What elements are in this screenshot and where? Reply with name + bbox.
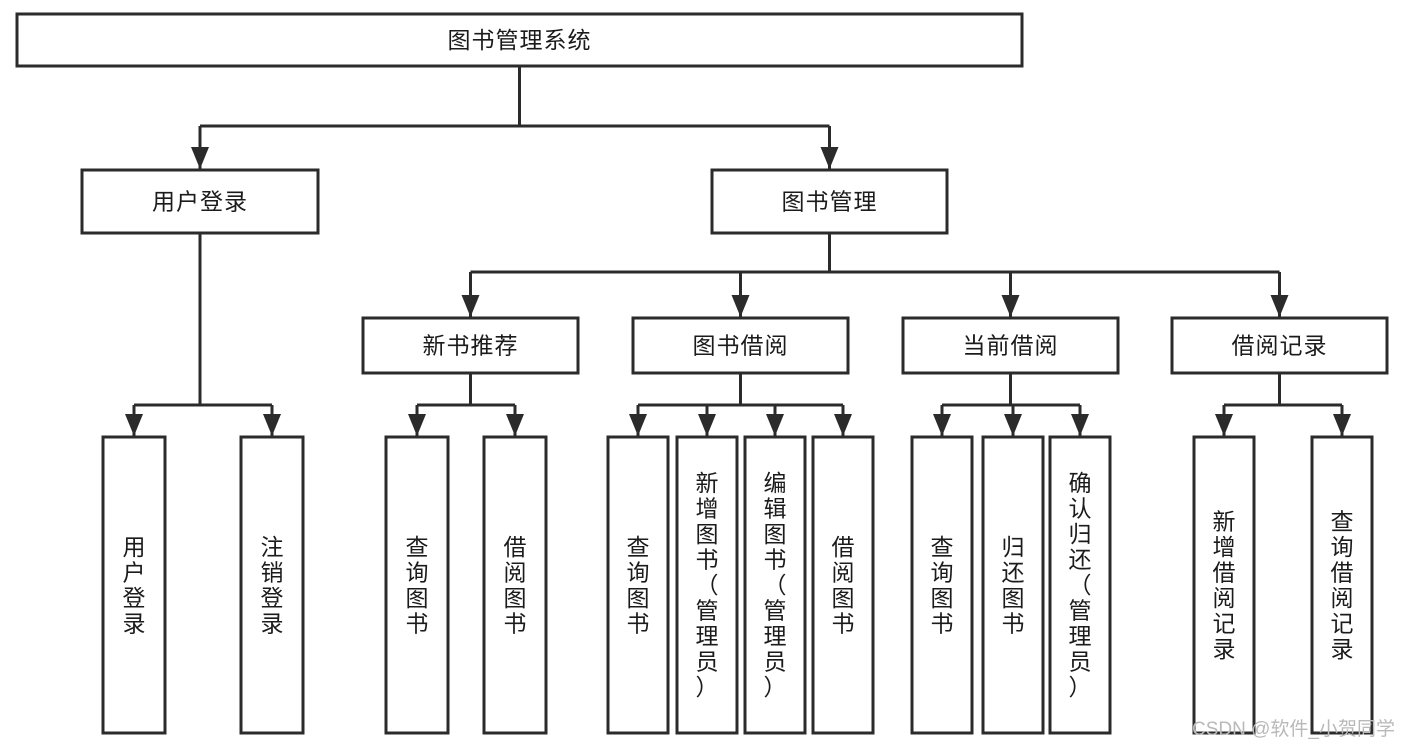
connector-arrowhead xyxy=(1270,295,1289,317)
node-leaf-confirm-return-admin-label: 确认归还（管理员） xyxy=(1069,470,1092,700)
node-leaf-query-book-1[interactable]: 查询图书 xyxy=(384,435,450,735)
node-borrow-record-box[interactable] xyxy=(1170,316,1389,375)
node-leaf-add-borrow-record[interactable]: 新增借阅记录 xyxy=(1192,435,1256,735)
node-root[interactable]: 图书管理系统 xyxy=(15,12,1024,68)
node-borrow-record-label: 借阅记录 xyxy=(1232,333,1328,359)
connector-arrowhead xyxy=(834,414,852,436)
node-new-book-rec-box[interactable] xyxy=(361,316,580,375)
node-leaf-query-book-3-box[interactable] xyxy=(910,435,974,735)
node-book-borrow-label: 图书借阅 xyxy=(693,333,789,359)
node-user-login-box[interactable] xyxy=(80,168,320,235)
node-new-book-rec[interactable]: 新书推荐 xyxy=(361,316,580,375)
node-leaf-confirm-return-admin-box[interactable] xyxy=(1048,435,1112,735)
connector-arrowhead xyxy=(408,414,426,436)
node-leaf-add-borrow-record-box[interactable] xyxy=(1192,435,1256,735)
node-leaf-logout-login-box[interactable] xyxy=(239,435,305,735)
node-leaf-borrow-book-1-box[interactable] xyxy=(482,435,548,735)
node-root-label: 图书管理系统 xyxy=(448,27,592,53)
node-user-login[interactable]: 用户登录 xyxy=(80,168,320,235)
node-leaf-user-login[interactable]: 用户登录 xyxy=(101,435,167,735)
connector-arrowhead xyxy=(1004,414,1022,436)
node-leaf-logout-login-label: 注销登录 xyxy=(261,534,284,637)
connector-arrowhead xyxy=(629,414,647,436)
node-leaf-borrow-book-2[interactable]: 借阅图书 xyxy=(811,435,875,735)
connector-arrowhead xyxy=(191,147,209,169)
node-leaf-query-book-3[interactable]: 查询图书 xyxy=(910,435,974,735)
node-book-manage-label: 图书管理 xyxy=(782,189,878,215)
connector-arrowhead xyxy=(1215,414,1233,436)
node-borrow-record[interactable]: 借阅记录 xyxy=(1170,316,1389,375)
node-user-login-label: 用户登录 xyxy=(152,189,248,215)
node-leaf-query-borrow-record-label: 查询借阅记录 xyxy=(1331,508,1354,662)
node-current-borrow[interactable]: 当前借阅 xyxy=(901,316,1120,375)
connector-arrowhead xyxy=(698,414,716,436)
connector-arrowhead xyxy=(263,414,281,436)
node-leaf-query-book-1-box[interactable] xyxy=(384,435,450,735)
node-leaf-add-book-admin-label: 新增图书（管理员） xyxy=(696,470,719,700)
node-leaf-add-borrow-record-label: 新增借阅记录 xyxy=(1213,508,1236,662)
connector-arrowhead xyxy=(1333,414,1351,436)
node-leaf-borrow-book-2-label: 借阅图书 xyxy=(832,534,855,637)
node-leaf-borrow-book-1[interactable]: 借阅图书 xyxy=(482,435,548,735)
node-leaf-edit-book-admin[interactable]: 编辑图书（管理员） xyxy=(743,435,807,735)
node-leaf-query-book-3-label: 查询图书 xyxy=(931,534,954,637)
node-leaf-return-book-label: 归还图书 xyxy=(1002,534,1025,637)
node-leaf-borrow-book-2-box[interactable] xyxy=(811,435,875,735)
node-current-borrow-label: 当前借阅 xyxy=(963,333,1059,359)
connector-arrowhead xyxy=(1001,295,1020,317)
node-leaf-query-book-2-box[interactable] xyxy=(606,435,670,735)
node-leaf-user-login-label: 用户登录 xyxy=(123,534,146,637)
node-new-book-rec-label: 新书推荐 xyxy=(423,333,519,359)
connector-arrowhead xyxy=(766,414,784,436)
node-leaf-return-book[interactable]: 归还图书 xyxy=(981,435,1045,735)
connector-arrowhead xyxy=(1071,414,1089,436)
node-leaf-query-borrow-record-box[interactable] xyxy=(1310,435,1374,735)
watermark-label: CSDN @软件_小贺同学 xyxy=(1192,719,1395,740)
node-leaf-query-borrow-record[interactable]: 查询借阅记录 xyxy=(1310,435,1374,735)
node-leaf-query-book-2-label: 查询图书 xyxy=(627,534,650,637)
connector-arrowhead xyxy=(933,414,951,436)
node-leaf-user-login-box[interactable] xyxy=(101,435,167,735)
connector-layer xyxy=(125,66,1351,436)
node-leaf-edit-book-admin-label: 编辑图书（管理员） xyxy=(764,470,787,700)
connector-arrowhead xyxy=(506,414,524,436)
connector-arrowhead xyxy=(731,295,750,317)
node-leaf-add-book-admin[interactable]: 新增图书（管理员） xyxy=(675,435,739,735)
node-leaf-logout-login[interactable]: 注销登录 xyxy=(239,435,305,735)
node-book-manage-box[interactable] xyxy=(710,168,949,235)
node-leaf-return-book-box[interactable] xyxy=(981,435,1045,735)
node-current-borrow-box[interactable] xyxy=(901,316,1120,375)
node-book-manage[interactable]: 图书管理 xyxy=(710,168,949,235)
node-root-box[interactable] xyxy=(15,12,1024,68)
connector-arrowhead xyxy=(820,147,839,169)
node-leaf-confirm-return-admin[interactable]: 确认归还（管理员） xyxy=(1048,435,1112,735)
node-leaf-query-book-1-label: 查询图书 xyxy=(406,534,429,637)
node-leaf-add-book-admin-box[interactable] xyxy=(675,435,739,735)
connector-arrowhead xyxy=(461,295,480,317)
node-book-borrow[interactable]: 图书借阅 xyxy=(631,316,850,375)
node-leaf-edit-book-admin-box[interactable] xyxy=(743,435,807,735)
node-leaf-query-book-2[interactable]: 查询图书 xyxy=(606,435,670,735)
node-layer: 图书管理系统用户登录图书管理新书推荐图书借阅当前借阅借阅记录用户登录注销登录查询… xyxy=(15,12,1389,735)
node-book-borrow-box[interactable] xyxy=(631,316,850,375)
node-leaf-borrow-book-1-label: 借阅图书 xyxy=(504,534,527,637)
connector-arrowhead xyxy=(125,414,143,436)
